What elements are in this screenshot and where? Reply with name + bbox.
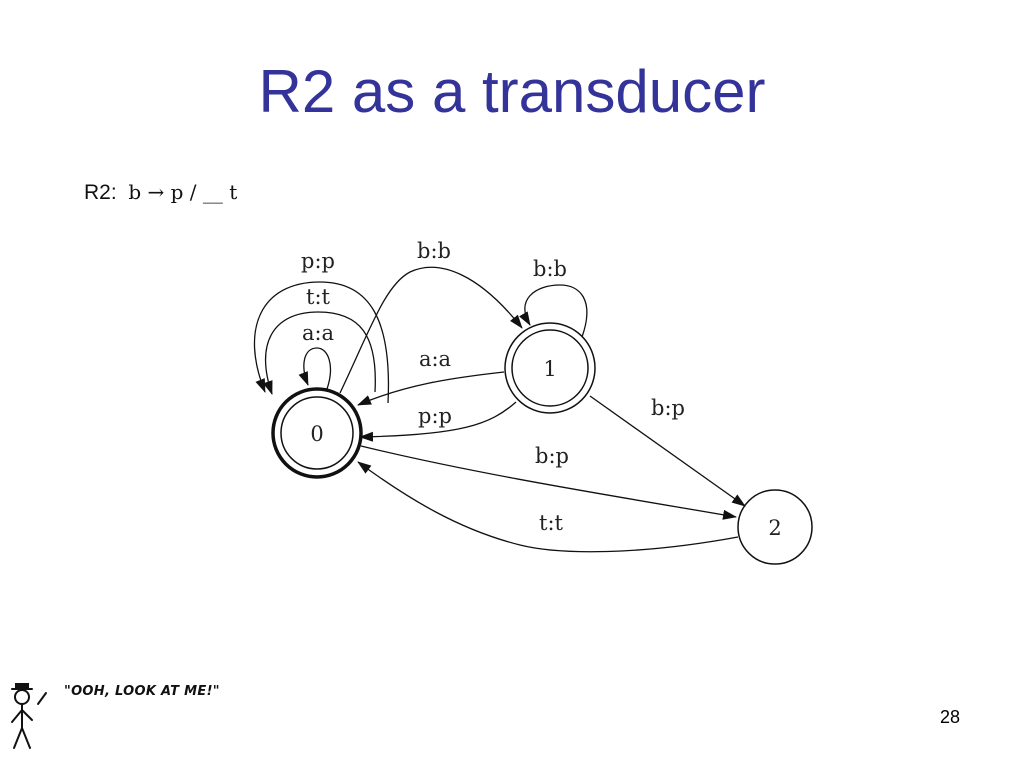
rule-prefix: R2: — [84, 181, 117, 204]
figure-right-arm — [21, 709, 33, 721]
hat-crown — [15, 683, 29, 690]
edge-label-0-0-pp: p:p — [301, 249, 335, 273]
edge-0-1-bb — [339, 266, 523, 394]
edge-label-1-0-pp: p:p — [418, 404, 452, 428]
edge-label-0-0-aa: a:a — [302, 321, 334, 345]
page-number: 28 — [940, 707, 961, 727]
figure-left-arm — [11, 709, 23, 723]
state-1-outer-ring — [504, 322, 596, 414]
state-1: 1 — [504, 322, 596, 414]
state-0: 0 — [271, 387, 363, 479]
state-0-label: 0 — [310, 422, 323, 446]
edge-label-2-0-tt: t:t — [539, 511, 564, 535]
rule-formula: b → p / __ t — [128, 180, 238, 204]
figure-right-leg — [21, 727, 31, 749]
state-2-label: 2 — [768, 516, 781, 540]
edge-label-0-2-bp: b:p — [535, 444, 569, 468]
edge-label-1-0-aa: a:a — [419, 347, 451, 371]
state-1-label: 1 — [543, 357, 556, 381]
figure-head — [14, 689, 30, 705]
slide-title: R2 as a transducer — [258, 58, 766, 125]
edge-0-0-tt — [263, 311, 376, 395]
edge-0-0-aa — [298, 347, 332, 390]
edge-1-0-pp — [359, 401, 517, 442]
edge-label-0-1-bb: b:b — [417, 239, 451, 263]
state-0-inner-ring — [280, 396, 354, 470]
edge-1-2-bp — [589, 395, 746, 507]
edge-1-1-bb — [519, 284, 588, 338]
edge-0-0-pp — [253, 281, 390, 404]
edge-1-0-aa — [357, 371, 505, 406]
stick-figure-icon — [11, 683, 47, 749]
edge-label-1-1-bb: b:b — [533, 257, 567, 281]
edge-0-2-bp — [360, 445, 737, 520]
speech-tick — [37, 692, 47, 705]
comic-quote: "OOH, LOOK AT ME!" — [64, 684, 220, 699]
state-2-ring — [737, 489, 813, 565]
figure-left-leg — [13, 727, 23, 749]
state-2: 2 — [737, 489, 813, 565]
rule-statement: R2: b → p / __ t — [84, 180, 237, 205]
edge-label-1-2-bp: b:p — [651, 396, 685, 420]
edge-label-0-0-tt: t:t — [306, 285, 331, 309]
edge-2-0-tt — [357, 461, 739, 553]
state-1-inner-ring — [511, 329, 589, 407]
